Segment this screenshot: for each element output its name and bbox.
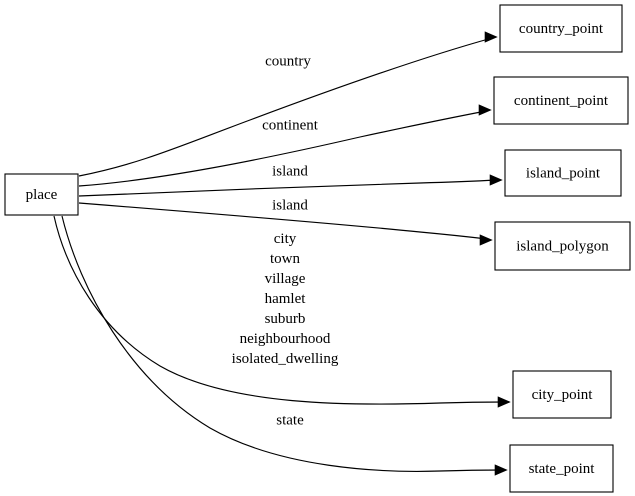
- edge-place-state_point: [61, 215, 508, 476]
- edge-label-line: neighbourhood: [240, 331, 331, 347]
- node-label: island_point: [526, 165, 601, 181]
- node-continent_point[interactable]: continent_point: [493, 76, 629, 125]
- edge-label-line: isolated_dwelling: [232, 351, 339, 367]
- node-city_point[interactable]: city_point: [512, 370, 612, 419]
- node-box[interactable]: [4, 173, 79, 216]
- edge-curve: [78, 202, 488, 240]
- nodes-layer: place country_point continent_point island_…: [4, 4, 631, 493]
- edge-place-country_point-label: country: [265, 53, 311, 69]
- node-label: place: [26, 187, 58, 203]
- edge-curve: [78, 37, 493, 177]
- edges-layer: [53, 31, 511, 476]
- edge-label-line: village: [265, 271, 306, 287]
- edge-place-city_point-label: city town village hamlet suburb neighbourhood…: [232, 231, 339, 367]
- node-box[interactable]: [504, 149, 622, 197]
- edge-label-line: town: [270, 251, 301, 267]
- edge-place-island_polygon-label: island: [272, 197, 308, 213]
- node-label: continent_point: [514, 93, 609, 109]
- node-box[interactable]: [509, 444, 614, 493]
- node-box[interactable]: [494, 221, 631, 271]
- edge-curve: [61, 215, 503, 472]
- edge-place-continent_point-label: continent: [262, 117, 319, 133]
- edge-arrowhead-icon: [489, 174, 503, 186]
- edge-place-island_point: [78, 174, 503, 197]
- edge-label-line: suburb: [265, 311, 306, 327]
- node-label: city_point: [532, 387, 594, 403]
- edge-place-island_point-label: island: [272, 163, 308, 179]
- edge-place-continent_point: [78, 104, 492, 187]
- edge-label-line: hamlet: [265, 291, 307, 307]
- node-island_polygon[interactable]: island_polygon: [494, 221, 631, 271]
- edge-arrowhead-icon: [479, 234, 493, 246]
- node-place[interactable]: place: [4, 173, 79, 216]
- edge-arrowhead-icon: [484, 31, 498, 43]
- edge-curve: [78, 110, 487, 187]
- node-box[interactable]: [512, 370, 612, 419]
- edge-arrowhead-icon: [497, 396, 511, 408]
- edge-labels-layer: country continent island island city town vill…: [232, 53, 339, 428]
- edge-curve: [53, 215, 506, 405]
- node-box[interactable]: [499, 4, 623, 53]
- node-box[interactable]: [493, 76, 629, 125]
- node-label: island_polygon: [516, 238, 609, 254]
- node-island_point[interactable]: island_point: [504, 149, 622, 197]
- node-state_point[interactable]: state_point: [509, 444, 614, 493]
- edge-place-island_polygon: [78, 202, 493, 246]
- edge-curve: [78, 179, 498, 197]
- node-label: state_point: [529, 461, 596, 477]
- edge-arrowhead-icon: [478, 104, 492, 116]
- node-country_point[interactable]: country_point: [499, 4, 623, 53]
- edge-arrowhead-icon: [494, 464, 508, 476]
- edge-label-line: city: [274, 231, 297, 247]
- edge-place-country_point: [78, 31, 498, 177]
- edge-place-city_point: [53, 215, 511, 408]
- edge-place-state_point-label: state: [276, 412, 304, 428]
- node-label: country_point: [519, 21, 604, 37]
